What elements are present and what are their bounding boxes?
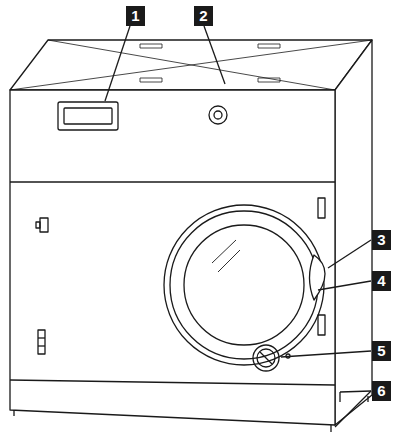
callout-number: 4 bbox=[372, 271, 391, 291]
callout-number: 6 bbox=[372, 381, 391, 401]
callout-number: 3 bbox=[372, 230, 391, 250]
callout-number: 2 bbox=[194, 6, 213, 26]
callout-number: 5 bbox=[372, 341, 391, 361]
callout-number: 1 bbox=[126, 6, 145, 26]
